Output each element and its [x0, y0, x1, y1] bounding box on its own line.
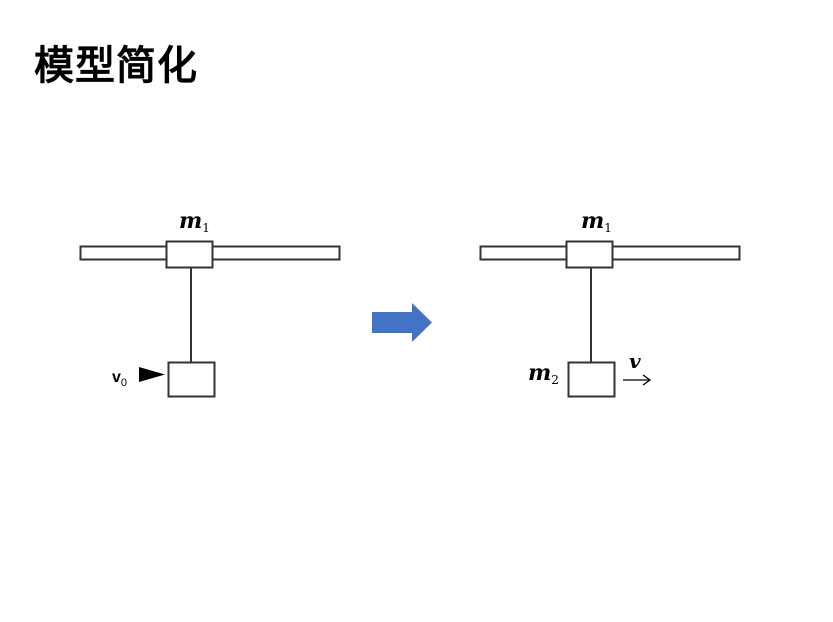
block-label-symbol: m	[528, 360, 551, 386]
block-label-subscript: 2	[551, 373, 559, 387]
left-diagram: m1 v0	[79, 208, 341, 398]
right-diagram: m1 m2 v	[479, 208, 741, 398]
slider-label-m1: m1	[179, 208, 210, 235]
velocity-symbol: v	[112, 369, 121, 386]
slider-label-symbol: m	[581, 208, 604, 234]
slider-label-subscript: 1	[604, 221, 612, 235]
velocity-label-v0: v0	[112, 369, 127, 389]
right-arrow-icon	[372, 303, 432, 342]
slider-label-symbol: m	[179, 208, 202, 234]
velocity-label-v: v	[629, 349, 641, 373]
hanging-block	[167, 361, 216, 398]
page-title: 模型简化	[34, 43, 198, 89]
hanging-block-m2	[567, 361, 616, 398]
velocity-arrow-icon	[623, 374, 652, 386]
slider-block-m1	[565, 240, 614, 269]
slider-label-m1: m1	[581, 208, 612, 235]
block-label-m2: m2	[528, 360, 559, 387]
velocity-subscript: 0	[121, 377, 127, 389]
slider-label-subscript: 1	[202, 221, 210, 235]
slider-block-m1	[165, 240, 214, 269]
velocity-arrow-icon	[139, 367, 165, 382]
